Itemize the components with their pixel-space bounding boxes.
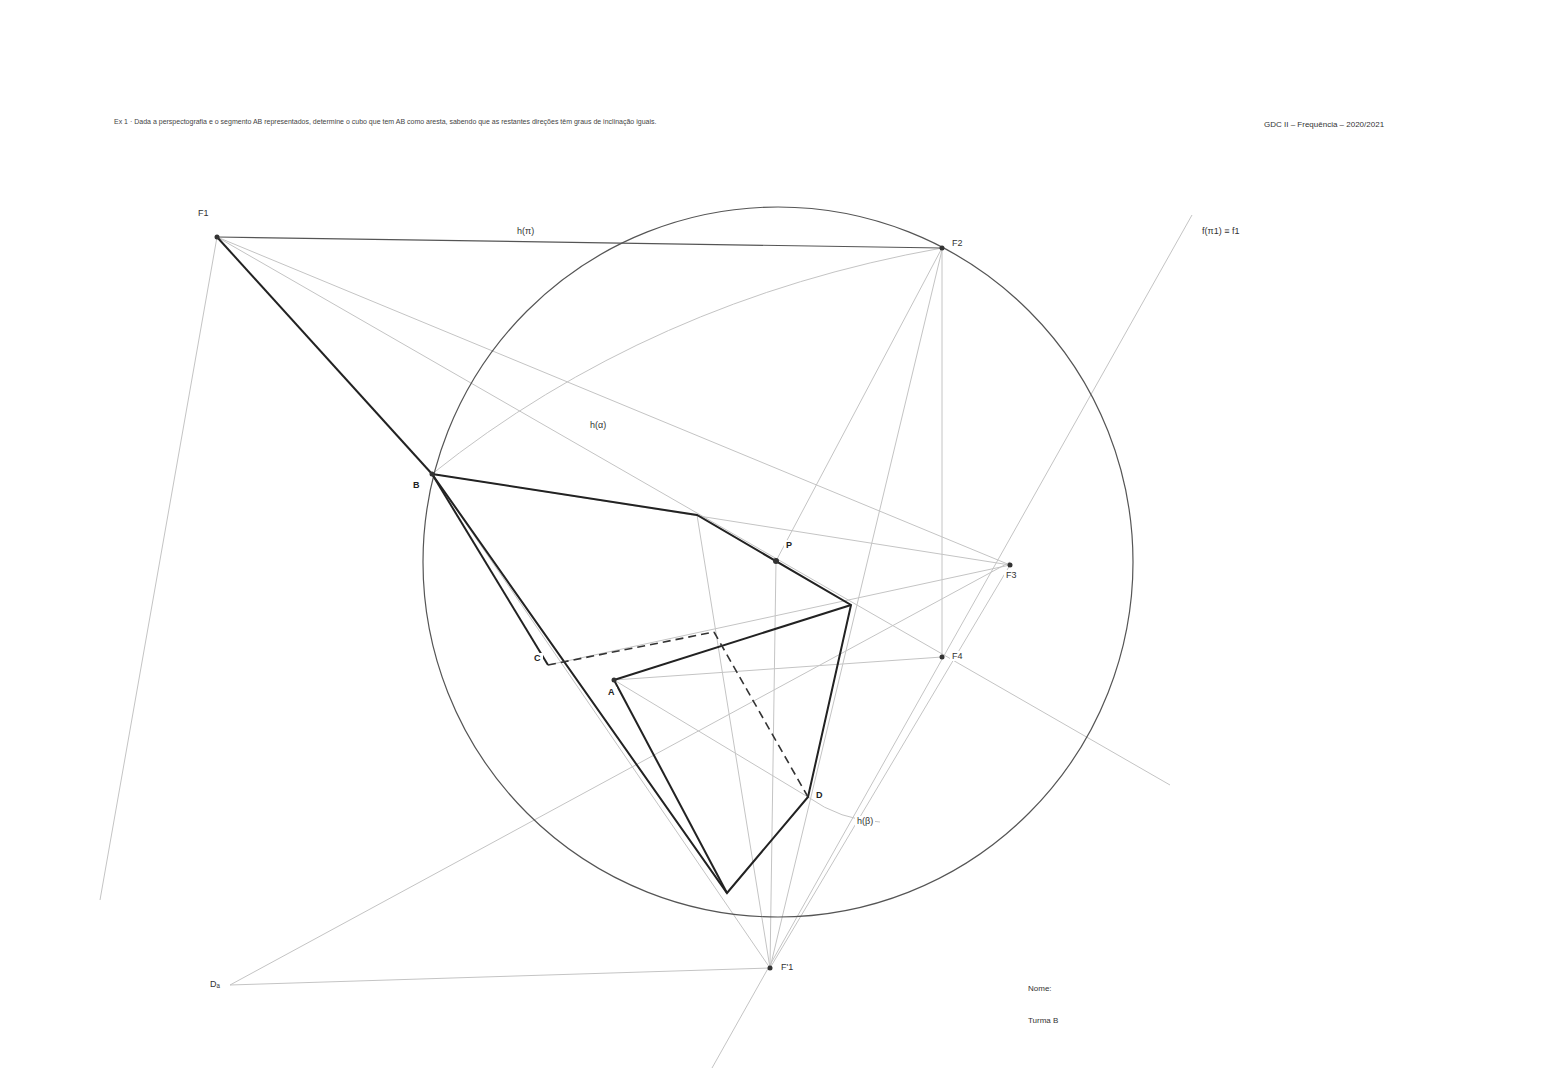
exercise-statement: Ex 1 · Dada a perspectografia e o segmen… <box>112 118 658 126</box>
vanishing-point-label: F1 <box>196 208 211 218</box>
point-label: P <box>784 540 794 550</box>
trace-label: f(π1) ≡ f1 <box>1200 226 1241 236</box>
point-label: D <box>814 790 825 800</box>
vanishing-point-label: F3 <box>1004 570 1019 580</box>
vanishing-point-label: F2 <box>950 238 965 248</box>
horizon-label: h(β) <box>855 816 875 826</box>
point-label: B <box>411 480 422 490</box>
vanishing-point-label: F4 <box>950 651 965 661</box>
sheet-header: GDC II – Frequência – 2020/2021 <box>1262 120 1386 129</box>
point-label: A <box>606 687 617 697</box>
horizon-label: h(α) <box>588 420 608 430</box>
point-label: C <box>532 653 543 663</box>
name-field: Nome: <box>1026 984 1054 993</box>
vanishing-point-label: F'1 <box>779 962 795 972</box>
class-field: Turma B <box>1026 1016 1060 1025</box>
horizon-label: h(π) <box>515 226 536 236</box>
point-label: Dₐ <box>208 979 222 989</box>
